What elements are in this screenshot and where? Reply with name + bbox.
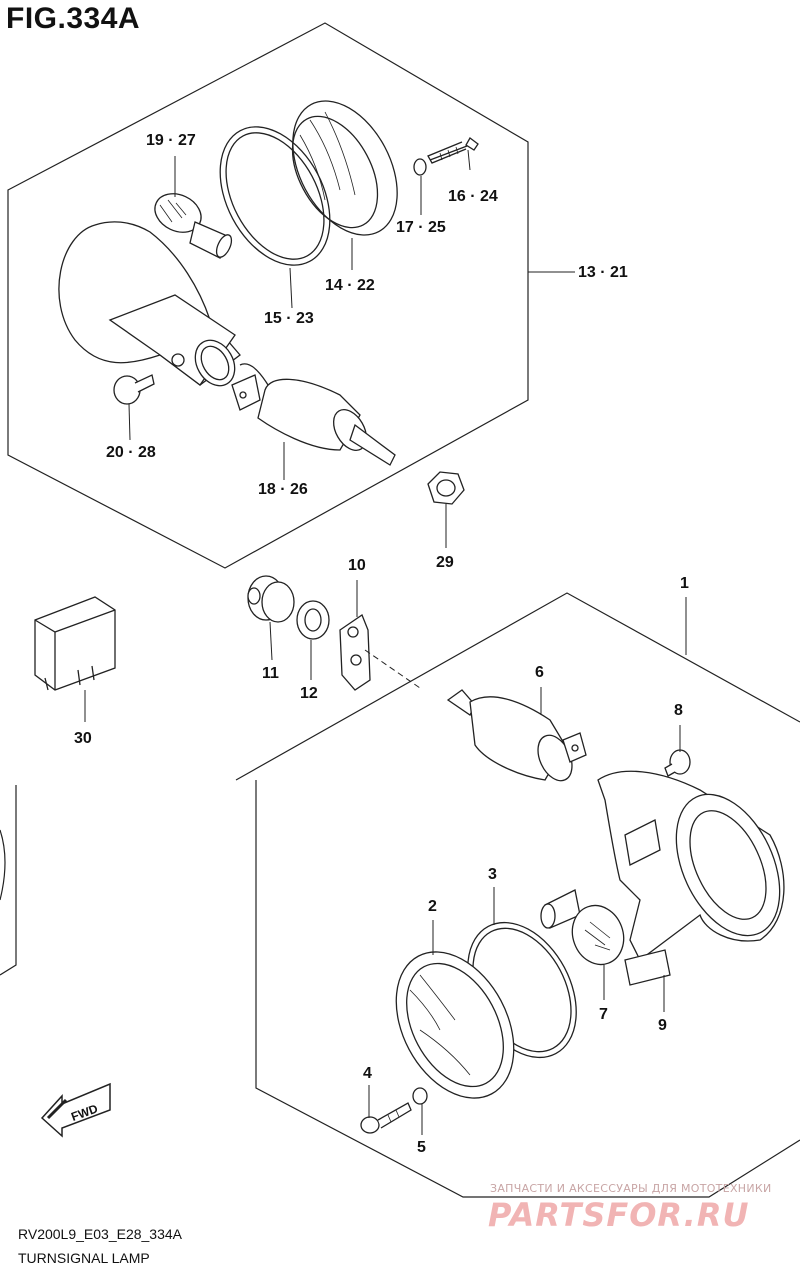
callout-12: 12 xyxy=(300,685,318,702)
callout-7: 7 xyxy=(599,1006,608,1023)
upper-assembly-boundary xyxy=(7,22,529,569)
bracket xyxy=(339,614,371,691)
watermark-logo: PARTSFOR.RU xyxy=(488,1196,750,1234)
lower-lens xyxy=(395,951,515,1099)
grommet xyxy=(247,575,295,623)
callout-17-25: 17 · 25 xyxy=(396,219,446,236)
upper-screw xyxy=(427,137,479,164)
callout-8: 8 xyxy=(674,702,683,719)
callout-4: 4 xyxy=(363,1065,372,1082)
callout-14-22: 14 · 22 xyxy=(325,277,375,294)
callout-19-27: 19 · 27 xyxy=(146,132,196,149)
upper-washer xyxy=(413,158,427,176)
upper-lens xyxy=(291,100,398,236)
lower-assembly-boundary xyxy=(235,592,800,1198)
callout-11: 11 xyxy=(262,665,279,682)
callout-16-24: 16 · 24 xyxy=(448,188,498,205)
callout-9: 9 xyxy=(658,1017,667,1034)
callout-15-23: 15 · 23 xyxy=(264,310,314,327)
callout-20-28: 20 · 28 xyxy=(106,444,156,461)
upper-housing xyxy=(58,221,241,387)
upper-mount-screw xyxy=(113,374,155,405)
upper-gasket xyxy=(219,126,331,266)
lower-housing xyxy=(597,770,785,986)
callout-3: 3 xyxy=(488,866,497,883)
lower-washer xyxy=(412,1087,428,1105)
callout-10: 10 xyxy=(348,557,366,574)
callout-29: 29 xyxy=(436,554,454,571)
upper-socket xyxy=(231,363,396,466)
figure-name: TURNSIGNAL LAMP xyxy=(18,1250,150,1266)
figure-title: FIG.334A xyxy=(6,2,141,35)
relay xyxy=(34,596,116,691)
watermark-caption: ЗАПЧАСТИ И АКСЕССУАРЫ ДЛЯ МОТОТЕХНИКИ xyxy=(490,1182,772,1195)
callout-13-21: 13 · 21 xyxy=(578,264,628,281)
callout-6: 6 xyxy=(535,664,544,681)
callout-5: 5 xyxy=(417,1139,426,1156)
collar xyxy=(296,600,330,640)
callout-2: 2 xyxy=(428,898,437,915)
callout-30: 30 xyxy=(74,730,92,747)
lower-mount-screw xyxy=(664,749,691,777)
lower-socket xyxy=(446,689,587,782)
upper-bulb xyxy=(154,193,233,259)
lower-screw xyxy=(360,1102,412,1134)
left-partial-boundary xyxy=(0,785,17,976)
callout-18-26: 18 · 26 xyxy=(258,481,308,498)
fwd-arrow-icon xyxy=(40,1082,111,1138)
nut xyxy=(427,471,465,505)
figure-code: RV200L9_E03_E28_334A xyxy=(18,1226,183,1242)
lower-bulb xyxy=(540,889,625,966)
callout-1: 1 xyxy=(680,575,689,592)
